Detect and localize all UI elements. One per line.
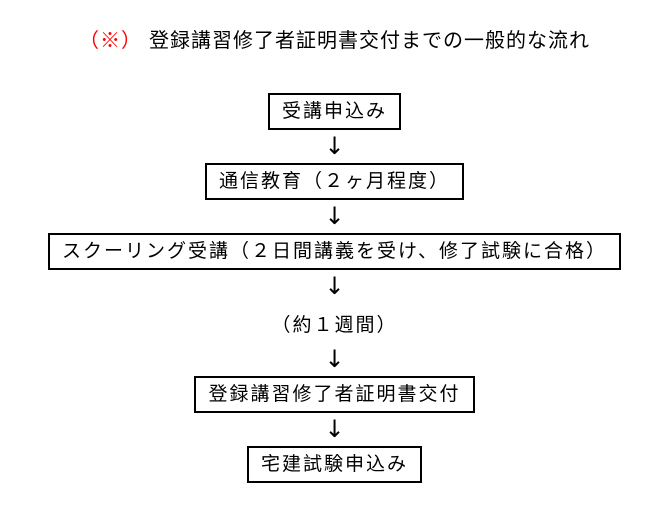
flow-step-correspondence-education: 通信教育（２ヶ月程度） [204, 163, 464, 200]
page-title: （※） 登録講習修了者証明書交付までの一般的な流れ [0, 0, 669, 55]
down-arrow-icon: ↓ [324, 272, 345, 300]
down-arrow-icon: ↓ [324, 345, 345, 373]
title-note-marker: （※） [79, 30, 142, 52]
title-text: 登録講習修了者証明書交付までの一般的な流れ [149, 30, 590, 52]
down-arrow-icon: ↓ [324, 415, 345, 443]
flow-step-exam-application: 宅建試験申込み [246, 446, 422, 483]
down-arrow-icon: ↓ [324, 132, 345, 160]
flow-note-one-week: （約１週間） [271, 314, 398, 336]
flow-step-schooling: スクーリング受講（２日間講義を受け、修了試験に合格） [47, 233, 622, 270]
flowchart: 受講申込み ↓ 通信教育（２ヶ月程度） ↓ スクーリング受講（２日間講義を受け、… [0, 93, 669, 483]
flow-step-course-application: 受講申込み [267, 93, 401, 130]
down-arrow-icon: ↓ [324, 202, 345, 230]
flow-step-certificate-issuance: 登録講習修了者証明書交付 [194, 376, 475, 413]
